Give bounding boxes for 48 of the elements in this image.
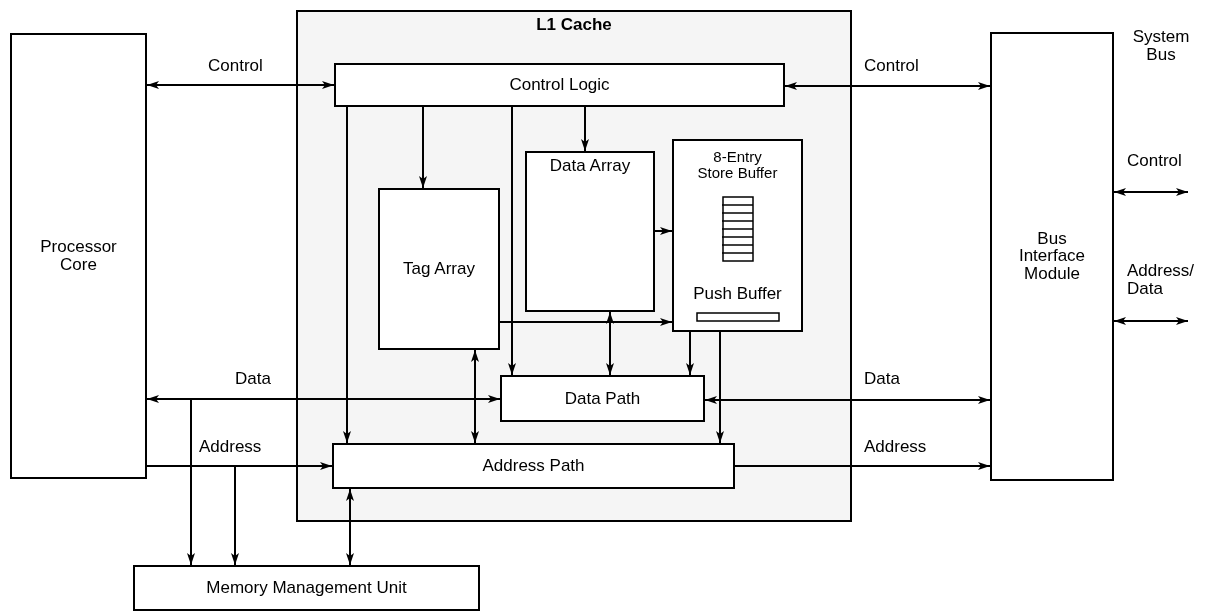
- block-label: Bus Interface Module: [1017, 229, 1087, 284]
- block-label: Data Path: [563, 389, 642, 408]
- block-box: [525, 151, 655, 312]
- block-label: Address Path: [481, 457, 586, 475]
- block-label: Push Buffer: [692, 285, 783, 303]
- arrow: [419, 106, 427, 189]
- block-label: Processor Core: [39, 238, 118, 274]
- processor-block: [10, 33, 147, 479]
- edge-label: Control: [864, 57, 919, 75]
- arrow: [784, 82, 991, 90]
- block-label: 8-Entry Store Buffer: [696, 149, 779, 181]
- arrow: [499, 318, 673, 326]
- block-box: [378, 188, 500, 350]
- block-label: L1 Cache: [535, 16, 613, 34]
- block-label: Control Logic: [508, 76, 611, 94]
- arrow: [654, 227, 673, 235]
- arrow: [146, 398, 195, 566]
- edge-label: Address/ Data: [1127, 262, 1196, 298]
- arrow: [606, 311, 614, 376]
- cache-container: [296, 10, 852, 522]
- arrow: [146, 81, 335, 89]
- arrow: [704, 396, 991, 404]
- interface-block: [990, 32, 1114, 481]
- arrow: [581, 106, 589, 152]
- arrow: [146, 465, 239, 566]
- unit-block: [133, 565, 480, 611]
- block-box: [500, 375, 705, 422]
- block-label: Memory Management Unit: [205, 579, 408, 597]
- arrow: [1113, 188, 1189, 196]
- edge-label: Data: [235, 370, 271, 388]
- block-label: Data Array: [548, 157, 632, 175]
- arrow: [346, 488, 354, 566]
- edge-label: Address: [199, 438, 262, 456]
- edge-label: Control: [208, 57, 263, 75]
- edge-label: Control: [1127, 152, 1182, 170]
- bus-label: System Bus: [1131, 28, 1191, 64]
- edge-label: Address: [864, 438, 927, 456]
- arrow: [343, 106, 351, 444]
- arrow: [1113, 317, 1189, 325]
- arrow: [734, 462, 991, 470]
- arrow: [716, 331, 724, 444]
- edge-label: Data: [864, 370, 900, 388]
- block-box: [334, 63, 785, 107]
- arrow: [471, 349, 479, 444]
- arrow: [686, 331, 694, 376]
- block-label: Tag Array: [402, 260, 476, 278]
- arrow: [508, 106, 516, 376]
- block-box: [332, 443, 735, 489]
